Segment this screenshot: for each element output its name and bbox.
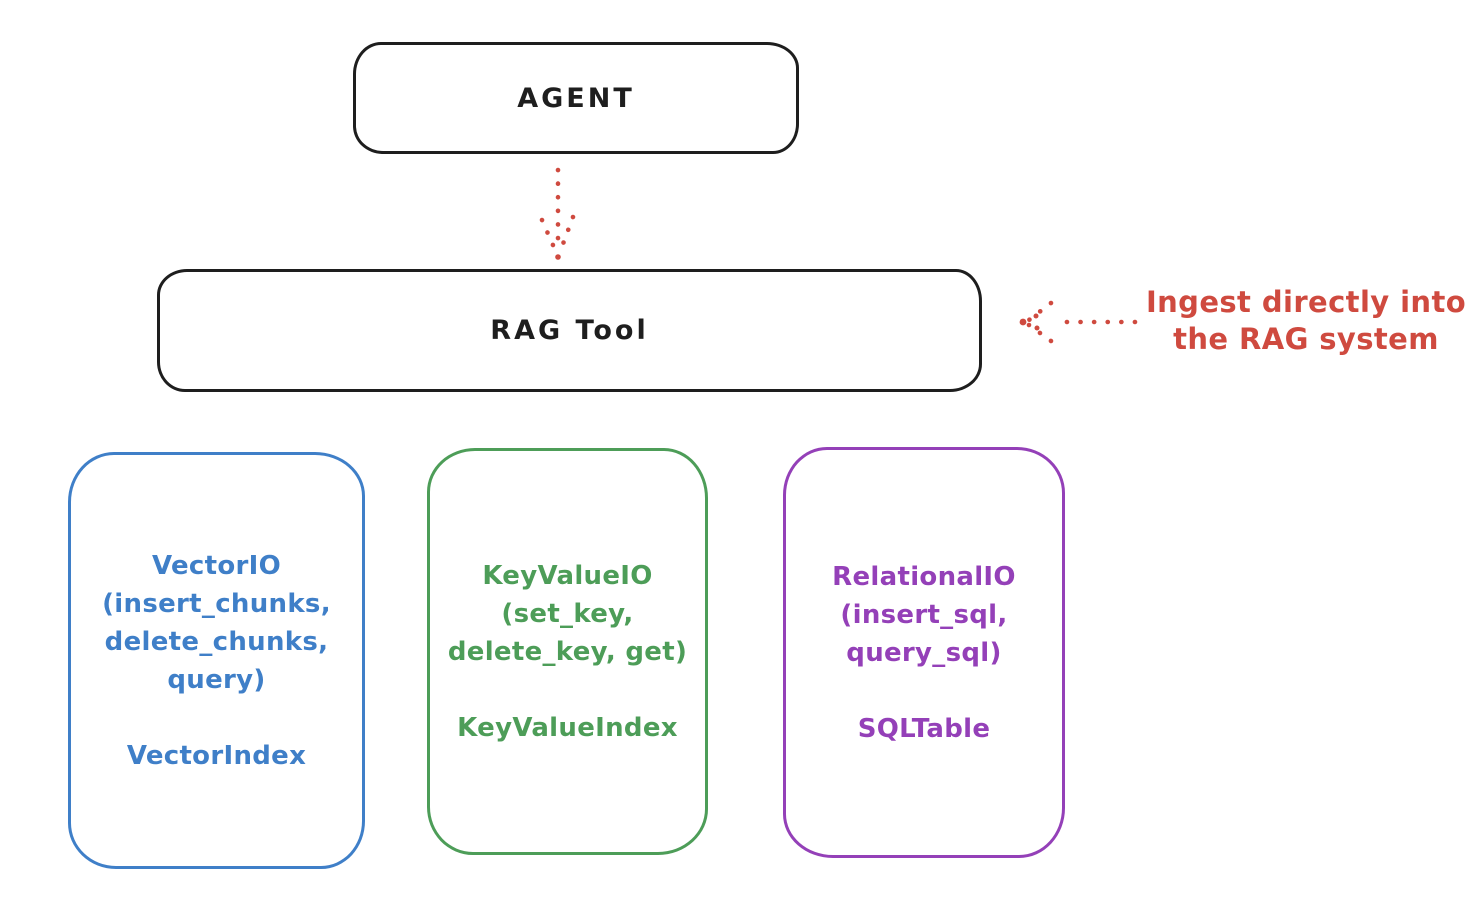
dotted-arrow-left-icon [1019, 300, 1138, 344]
ingest-annotation-line2: the RAG system [1173, 322, 1439, 356]
vector-io-methods-line: (insert_chunks, [102, 588, 331, 619]
relational-io-box: RelationalIO (insert_sql, query_sql) SQL… [783, 447, 1065, 858]
relational-io-title: RelationalIO [832, 561, 1016, 592]
agent-box: AGENT [353, 42, 799, 154]
vector-io-methods-line: query) [167, 664, 266, 695]
keyvalue-io-methods-line: (set_key, [501, 598, 634, 629]
keyvalue-io-title: KeyValueIO [482, 560, 653, 591]
ingest-annotation-line1: Ingest directly into [1145, 285, 1467, 319]
keyvalue-io-box: KeyValueIO (set_key, delete_key, get) Ke… [427, 448, 708, 855]
sql-table-label: SQLTable [857, 713, 991, 744]
vector-io-box: VectorIO (insert_chunks, delete_chunks, … [68, 452, 365, 869]
vector-io-methods-line: delete_chunks, [104, 626, 329, 657]
ingest-annotation: Ingest directly into the RAG system [1134, 284, 1478, 358]
vector-io-content: VectorIO (insert_chunks, delete_chunks, … [71, 455, 362, 866]
keyvalue-index-label: KeyValueIndex [457, 712, 678, 743]
relational-io-methods-line: query_sql) [846, 637, 1002, 668]
vector-io-title: VectorIO [151, 550, 282, 581]
relational-io-content: RelationalIO (insert_sql, query_sql) SQL… [786, 450, 1062, 855]
dotted-arrow-down-icon [539, 167, 576, 260]
rag-tool-box: RAG Tool [157, 269, 982, 392]
keyvalue-io-content: KeyValueIO (set_key, delete_key, get) Ke… [430, 451, 705, 852]
keyvalue-io-methods-line: delete_key, get) [447, 636, 688, 667]
vector-index-label: VectorIndex [126, 740, 307, 771]
agent-box-label: AGENT [517, 82, 635, 114]
relational-io-methods-line: (insert_sql, [840, 599, 1008, 630]
rag-tool-box-label: RAG Tool [490, 315, 649, 346]
